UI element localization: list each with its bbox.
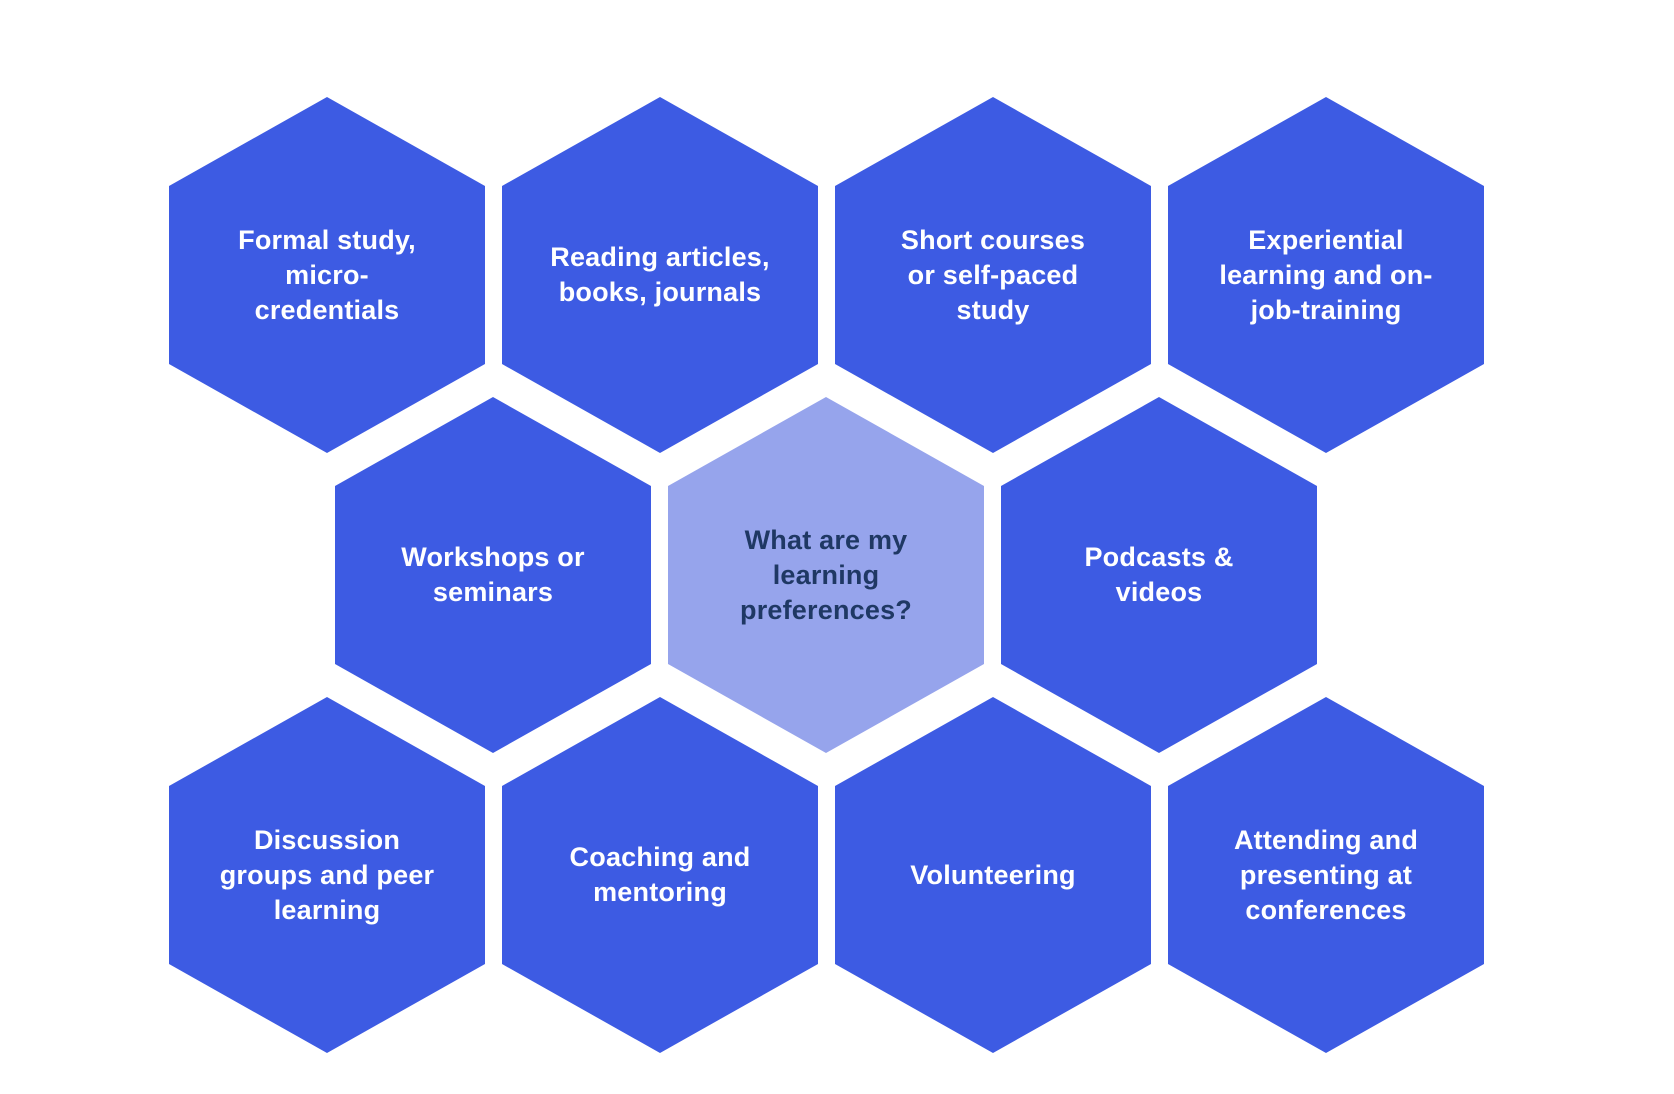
hexagon-volunteering: Volunteering [835, 697, 1151, 1053]
hexagon-center-question: What are my learning preferences? [668, 397, 984, 753]
hexagon-podcasts-videos-label: Podcasts & videos [1084, 542, 1234, 607]
hexagon-conferences-label: Attending and presenting at conferences [1233, 824, 1419, 925]
hexagon-experiential-learning: Experiential learning and on- job-traini… [1168, 97, 1484, 453]
hexagon-reading-articles: Reading articles, books, journals [502, 97, 818, 453]
hexagon-discussion-groups-label: Discussion groups and peer learning [219, 824, 435, 925]
hexagon-workshops-label: Workshops or seminars [401, 542, 585, 607]
hexagon-podcasts-videos: Podcasts & videos [1001, 397, 1317, 753]
hexagon-coaching-mentoring-label: Coaching and mentoring [569, 842, 751, 907]
hexagon-experiential-learning-label: Experiential learning and on- job-traini… [1219, 224, 1433, 325]
hexagon-short-courses: Short courses or self-paced study [835, 97, 1151, 453]
hexagon-short-courses-label: Short courses or self-paced study [900, 224, 1086, 325]
hexagon-conferences: Attending and presenting at conferences [1168, 697, 1484, 1053]
hexagon-discussion-groups: Discussion groups and peer learning [169, 697, 485, 1053]
hexagon-formal-study: Formal study, micro- credentials [169, 97, 485, 453]
hexagon-reading-articles-label: Reading articles, books, journals [550, 242, 770, 307]
hexagon-formal-study-label: Formal study, micro- credentials [238, 224, 416, 325]
hexagon-center-question-label: What are my learning preferences? [740, 524, 912, 625]
hexagon-coaching-mentoring: Coaching and mentoring [502, 697, 818, 1053]
hexagon-volunteering-label: Volunteering [910, 859, 1076, 890]
hexagon-workshops: Workshops or seminars [335, 397, 651, 753]
